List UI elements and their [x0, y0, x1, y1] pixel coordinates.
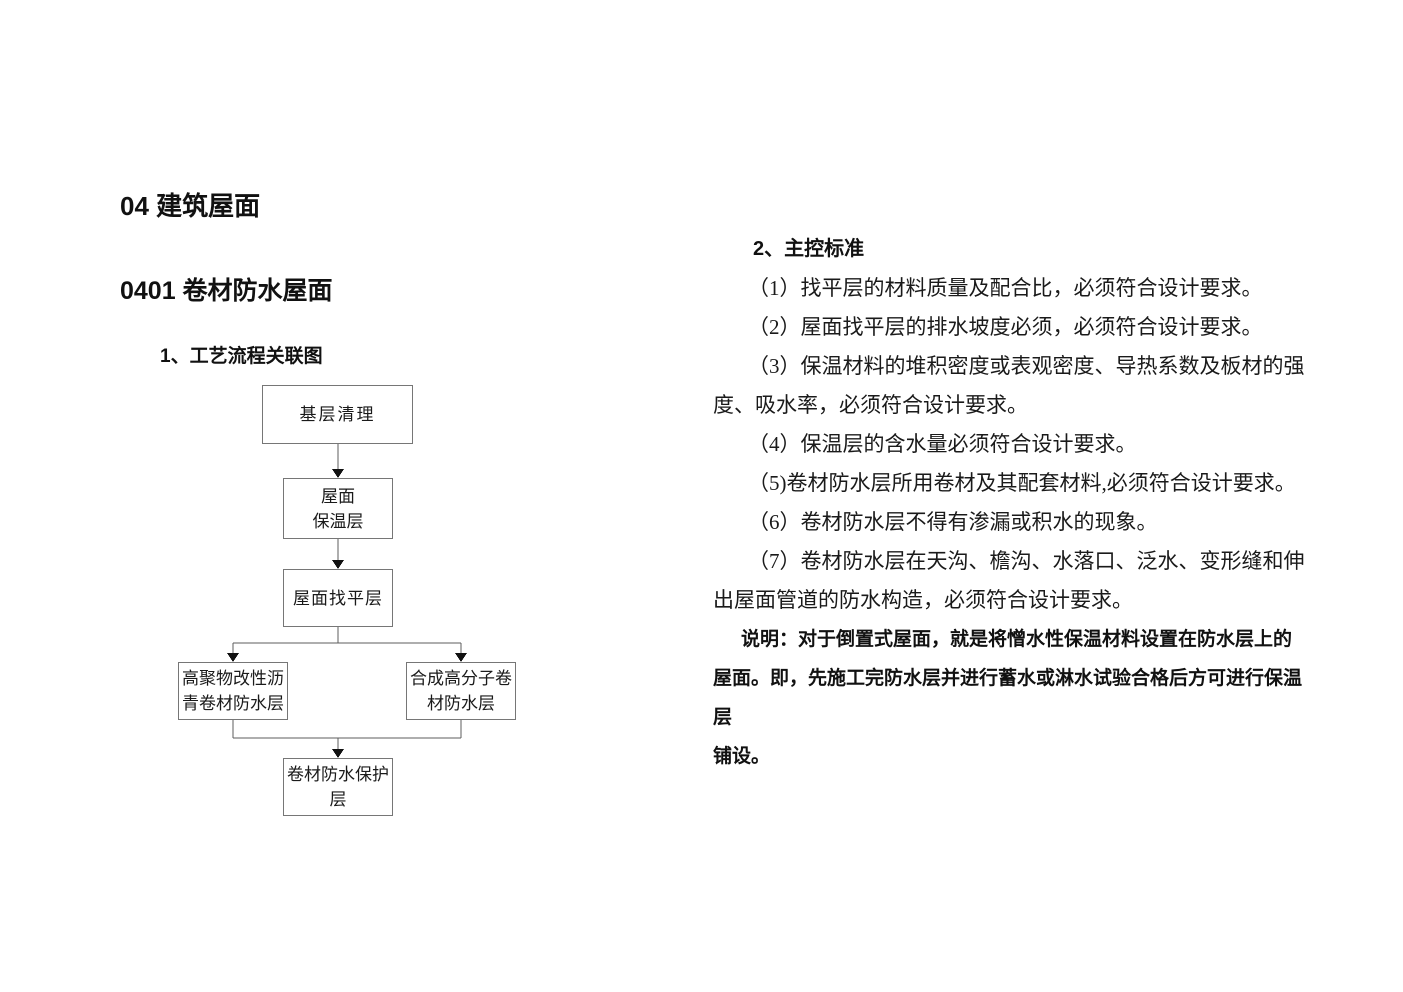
flowchart-node-synthetic-polymer: 合成高分子卷 材防水层: [406, 662, 516, 720]
standard-item-7: （7）卷材防水层在天沟、檐沟、水落口、泛水、变形缝和伸 出屋面管道的防水构造，必…: [713, 549, 1305, 612]
standard-item-3: （3）保温材料的堆积密度或表观密度、导热系数及板材的强 度、吸水率，必须符合设计…: [713, 354, 1305, 417]
flowchart-node-membrane-protection: 卷材防水保护 层: [283, 758, 393, 816]
standards-note: 说明：对于倒置式屋面，就是将憎水性保温材料设置在防水层上的 屋面。即，先施工完防…: [713, 629, 1303, 767]
standard-item-2: （2）屋面找平层的排水坡度必须，必须符合设计要求。: [748, 315, 1263, 339]
flowchart-node-roof-leveling: 屋面找平层: [283, 569, 393, 627]
flowchart-node-roof-insulation: 屋面 保温层: [283, 478, 393, 539]
flowchart-node-polymer-modified-bitumen: 高聚物改性沥 青卷材防水层: [178, 662, 288, 720]
standard-item-1: （1）找平层的材料质量及配合比，必须符合设计要求。: [748, 276, 1263, 300]
section-title: 0401 卷材防水屋面: [120, 277, 333, 305]
standards-heading: 2、主控标准: [753, 238, 865, 260]
flowchart-heading: 1、工艺流程关联图: [160, 346, 323, 367]
standard-item-5: （5)卷材防水层所用卷材及其配套材料,必须符合设计要求。: [748, 471, 1296, 495]
flowchart-node-base-cleaning: 基层清理: [262, 385, 413, 444]
standard-item-6: （6）卷材防水层不得有渗漏或积水的现象。: [748, 510, 1158, 534]
standards-section: 2、主控标准 （1）找平层的材料质量及配合比，必须符合设计要求。 （2）屋面找平…: [713, 230, 1313, 776]
standard-item-4: （4）保温层的含水量必须符合设计要求。: [748, 432, 1137, 456]
page-title: 04 建筑屋面: [120, 191, 261, 221]
